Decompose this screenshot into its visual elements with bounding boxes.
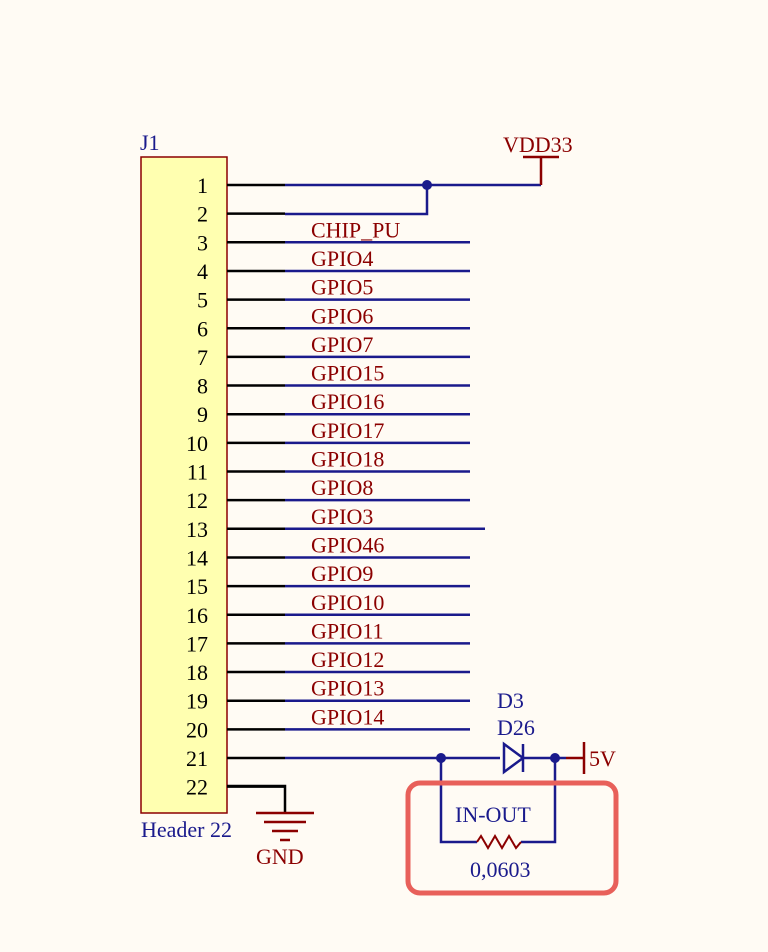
net-label-chip_pu: CHIP_PU [311,217,400,242]
net-label-gpio17: GPIO17 [311,418,384,443]
pin-5-number: 5 [197,288,208,313]
net-label-gpio6: GPIO6 [311,303,373,328]
net-label-gpio12: GPIO12 [311,647,384,672]
pin-14-number: 14 [186,545,208,570]
pin-3-number: 3 [197,230,208,255]
pin-17-number: 17 [186,631,208,656]
net-label-gpio18: GPIO18 [311,447,384,472]
pin-2-number: 2 [197,202,208,227]
pin-19-number: 19 [186,689,208,714]
net-label-gpio13: GPIO13 [311,676,384,701]
connector-body[interactable] [140,156,228,814]
resistor-designator: IN-OUT [455,802,531,827]
five-v-label: 5V [589,746,616,771]
connector-designator: J1 [140,130,160,155]
pin-7-number: 7 [197,345,208,370]
gnd-label: GND [256,844,304,869]
pin-22-number: 22 [186,775,208,800]
net-label-gpio16: GPIO16 [311,389,384,414]
pin-9-number: 9 [197,402,208,427]
diode-symbol[interactable] [502,741,526,775]
pin2-vdd-wire[interactable] [285,185,429,216]
pin-18-number: 18 [186,660,208,685]
gnd-wire[interactable] [227,784,287,812]
resistor-right-wire[interactable] [521,758,557,844]
pin-1-number: 1 [197,173,208,198]
net-labels: CHIP_PU GPIO4GPIO5GPIO6GPIO7GPIO15GPIO16G… [285,217,485,731]
net-label-gpio15: GPIO15 [311,361,384,386]
pin-12-number: 12 [186,488,208,513]
pin-20-number: 20 [186,717,208,742]
net-label-gpio8: GPIO8 [311,475,373,500]
pin-10-number: 10 [186,431,208,456]
resistor-value: 0,0603 [470,857,531,882]
net-label-gpio11: GPIO11 [311,618,384,643]
net-label-gpio4: GPIO4 [311,246,373,271]
pin-4-number: 4 [197,259,208,284]
resistor-symbol[interactable] [476,834,522,850]
pin-21-number: 21 [186,746,208,771]
net-label-gpio7: GPIO7 [311,332,373,357]
pin-11-number: 11 [187,460,208,485]
net-label-gpio5: GPIO5 [311,275,373,300]
pin-13-number: 13 [186,517,208,542]
pin-6-number: 6 [197,316,208,341]
highlight-box [405,780,619,896]
pin-15-number: 15 [186,574,208,599]
net-label-gpio10: GPIO10 [311,590,384,615]
pin-8-number: 8 [197,374,208,399]
net-label-gpio14: GPIO14 [311,704,384,729]
pin-16-number: 16 [186,603,208,628]
vdd-label: VDD33 [503,132,573,157]
net-label-gpio3: GPIO3 [311,504,373,529]
net-label-gpio9: GPIO9 [311,561,373,586]
diode-comment: D26 [497,715,535,740]
resistor-left-wire[interactable] [439,758,477,844]
connector-comment: Header 22 [141,817,232,842]
vdd-junction [422,180,432,190]
net-label-gpio46: GPIO46 [311,532,384,557]
diode-designator: D3 [497,688,524,713]
